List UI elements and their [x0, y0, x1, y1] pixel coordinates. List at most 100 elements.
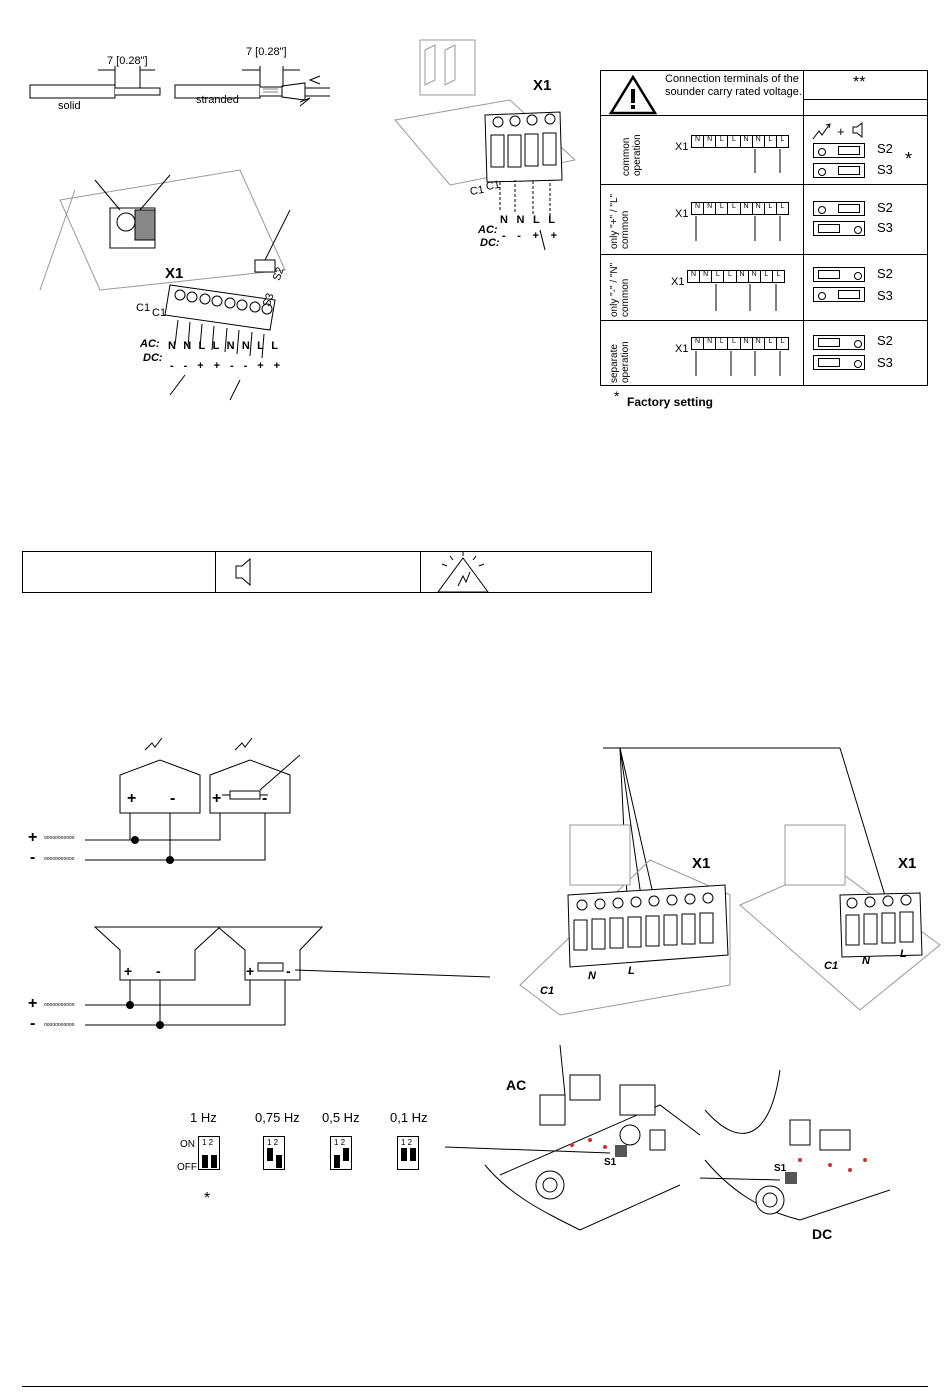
flash-plus-sound: +: [837, 124, 845, 139]
left-board-drawing: [39, 169, 291, 401]
left-dc-label: DC:: [143, 352, 163, 364]
dip-switch-01hz: 1 2: [397, 1136, 419, 1170]
legend-bar: [22, 551, 652, 593]
row4-s2: S2: [877, 333, 893, 348]
bottom-c1-a: C1: [540, 985, 555, 997]
sounder-icon: [852, 121, 863, 139]
dip-switch-1hz: 1 2: [198, 1136, 220, 1170]
wire1-minus: -: [30, 849, 36, 866]
row3-x1: X1: [671, 276, 685, 288]
sounder-icon: [235, 557, 251, 587]
sounder-wiring-diagram: [85, 926, 491, 1029]
freq-01hz: 0,1 Hz: [390, 1110, 428, 1125]
dip-switch-075hz: 1 2: [263, 1136, 285, 1170]
right-ac-label: AC:: [478, 224, 498, 236]
stranded-dim-label: 7 [0.28"]: [246, 46, 287, 58]
beacon2-plus: +: [212, 790, 222, 807]
pcb-ac-drawing: [444, 1044, 701, 1231]
beacon1-plus: +: [127, 790, 137, 807]
bottom-n-b: N: [862, 955, 870, 967]
bottom-l-a: L: [628, 965, 635, 977]
row4-x1: X1: [675, 343, 689, 355]
table-header-right: **: [853, 74, 866, 91]
left-c1-a: C1: [136, 302, 151, 314]
row2-s3: S3: [877, 220, 893, 235]
row3-s3: S3: [877, 288, 893, 303]
row2-x1: X1: [675, 208, 689, 220]
row1-x1: X1: [675, 141, 689, 153]
footnote-text: Factory setting: [627, 395, 714, 409]
pcb-ac-label: AC: [506, 1077, 527, 1093]
warning-triangle-icon: [608, 74, 658, 115]
freq-075hz: 0,75 Hz: [255, 1110, 300, 1125]
dip-on-label: ON: [180, 1139, 195, 1150]
wire1-plus: +: [28, 829, 38, 846]
left-x1-label: X1: [165, 265, 184, 282]
right-dc-label: DC:: [480, 237, 500, 249]
sounder1-plus: +: [124, 963, 133, 979]
left-ac-label: AC:: [140, 338, 160, 350]
row2-s2-switch: [813, 201, 865, 216]
beacon-wiring-diagram: [85, 737, 301, 864]
bottom-x1-b: X1: [898, 855, 917, 872]
sounder2-plus: +: [246, 963, 255, 979]
pcb-s1-a: S1: [604, 1157, 617, 1168]
flash-icon: [812, 123, 831, 140]
sounder1-minus: -: [156, 963, 161, 979]
beacon1-minus: -: [170, 790, 176, 807]
beacon-warning-icon: [437, 552, 489, 593]
row3-s3-switch: [813, 287, 865, 302]
row3-s2: S2: [877, 266, 893, 281]
row1-s3-switch: [813, 163, 865, 178]
stranded-label: stranded: [196, 94, 239, 106]
wire2-minus: -: [30, 1015, 36, 1032]
cable-strip-diagram: [29, 66, 330, 107]
row4-s2-switch: [813, 335, 865, 350]
sounder2-minus: -: [286, 963, 291, 979]
pcb-dc-label: DC: [812, 1226, 833, 1242]
right-x1-label: X1: [533, 77, 552, 94]
right-dc-terminals: -- ++: [502, 230, 557, 242]
right-c1-a: C1: [469, 183, 485, 199]
row2-s2: S2: [877, 200, 893, 215]
bottom-l-b: L: [900, 948, 907, 960]
pcb-s1-b: S1: [774, 1163, 787, 1174]
bottom-c1-b: C1: [824, 960, 839, 972]
row4-s3: S3: [877, 355, 893, 370]
left-c1-b: C1: [152, 307, 167, 319]
dip-switch-05hz: 1 2: [330, 1136, 352, 1170]
row1-star: *: [905, 149, 913, 169]
footnote-star: *: [614, 388, 620, 404]
bottom-rule: [22, 1386, 928, 1387]
wire1-minus-dots: ooooooooooo: [44, 856, 75, 862]
bottom-n-a: N: [588, 970, 596, 982]
freq-1hz: 1 Hz: [190, 1110, 217, 1125]
connection-table: Connection terminals of the sounder carr…: [600, 70, 928, 386]
row4-s3-switch: [813, 355, 865, 370]
freq-05hz: 0,5 Hz: [322, 1110, 360, 1125]
dip-factory-star: *: [204, 1190, 211, 1207]
solid-label: solid: [58, 100, 81, 112]
row1-s3: S3: [877, 162, 893, 177]
row1-s2: S2: [877, 141, 893, 156]
beacon2-minus: -: [262, 790, 268, 807]
bottom-x1-a: X1: [692, 855, 711, 872]
left-dc-terminals: -- ++ -- ++: [170, 360, 280, 372]
table-header-text: Connection terminals of the sounder carr…: [665, 73, 802, 98]
wire2-plus: +: [28, 995, 38, 1012]
wire2-plus-dots: ooooooooooo: [44, 1002, 75, 1008]
wire1-plus-dots: ooooooooooo: [44, 835, 75, 841]
solid-dim-label: 7 [0.28"]: [107, 55, 148, 67]
right-c1-b: C1: [485, 178, 501, 194]
bottom-boards-drawing: [519, 747, 941, 1016]
table-wires: [695, 149, 781, 376]
row2-s3-switch: [813, 221, 865, 236]
wire2-minus-dots: ooooooooooo: [44, 1022, 75, 1028]
row3-s2-switch: [813, 267, 865, 282]
